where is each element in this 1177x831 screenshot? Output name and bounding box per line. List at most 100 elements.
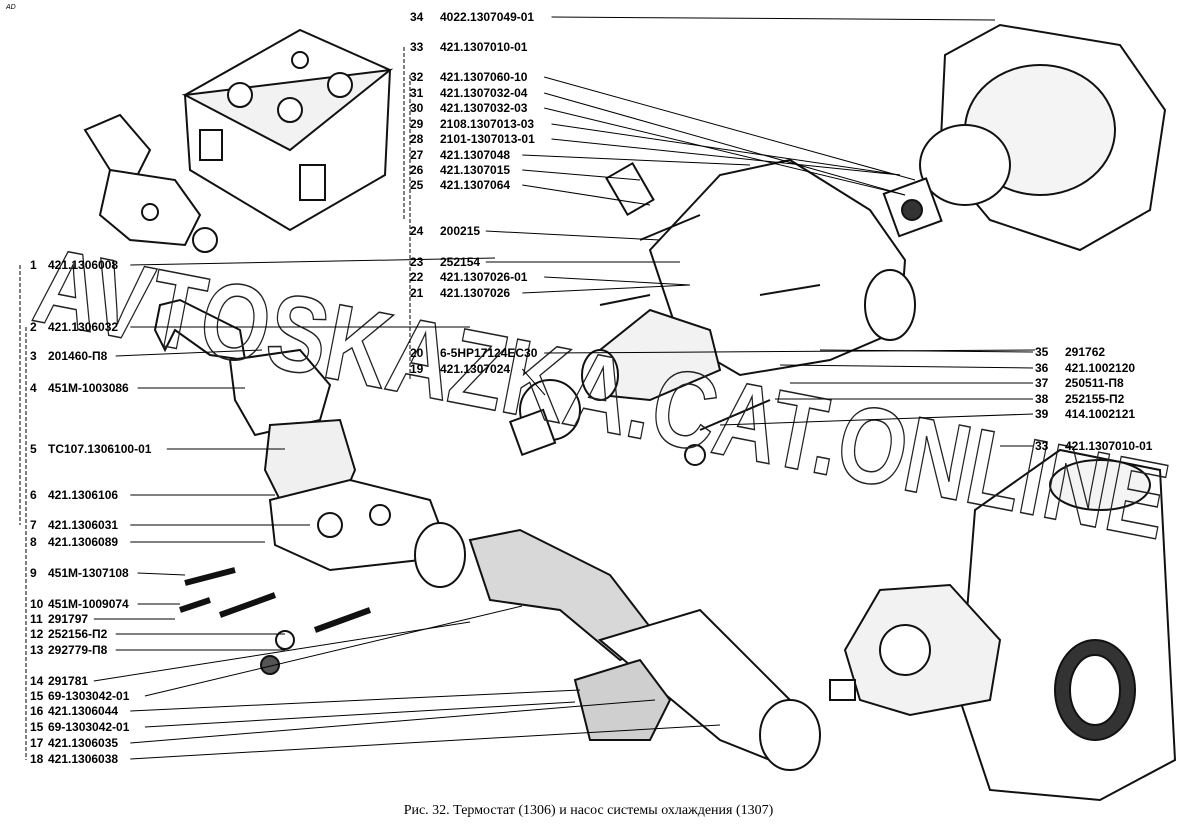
part-number-label: 421.1307032-04 <box>440 86 528 100</box>
leader-line <box>521 368 546 396</box>
leader-line <box>551 123 901 176</box>
callout-number: 14 <box>30 674 44 688</box>
leader-line <box>551 16 996 21</box>
part-number-label: 421.1306032 <box>48 320 119 334</box>
callout-number: 21 <box>410 286 424 300</box>
watermark-text: AVTOSKAZKA.CAT.ONLINE <box>26 224 1177 562</box>
part-number-label: 200215 <box>440 224 481 238</box>
part-number-label: 2108.1307013-03 <box>440 117 535 131</box>
part-number-label: 291781 <box>48 674 89 688</box>
callout-number: 1 <box>30 258 37 272</box>
part-number-label: 292779-П8 <box>48 643 108 657</box>
callout-number: 15 <box>30 720 44 734</box>
callout-number: 2 <box>30 320 37 334</box>
part-number-label: 421.1002120 <box>1065 361 1136 375</box>
callout-number: 3 <box>30 349 37 363</box>
leader-line <box>719 413 1034 426</box>
callout-number: 13 <box>30 643 44 657</box>
leader-line <box>522 154 751 166</box>
part-number-label: 421.1307024 <box>440 362 511 376</box>
callout-number: 7 <box>30 518 37 532</box>
leader-line <box>137 572 186 576</box>
part-number-label: 291762 <box>1065 345 1106 359</box>
callout-number: 24 <box>410 224 424 238</box>
leader-line <box>544 76 916 181</box>
leader-line <box>144 701 576 728</box>
callout-number: 38 <box>1035 392 1049 406</box>
part-number-label: 421.1306031 <box>48 518 119 532</box>
leader-line <box>130 699 656 744</box>
callout-number: 6 <box>30 488 37 502</box>
leader-line <box>130 689 581 712</box>
thermostat-assembly-drawing <box>153 298 466 675</box>
leader-line <box>551 138 901 176</box>
part-number-label: 421.1307010-01 <box>1065 439 1153 453</box>
part-number-label: 421.1307026-01 <box>440 270 528 284</box>
leader-line <box>544 107 906 196</box>
part-number-label: 421.1306044 <box>48 704 119 718</box>
part-number-label: 6-5НР17124ЕС30 <box>440 346 538 360</box>
callout-number: 19 <box>410 362 424 376</box>
engine-block-drawing <box>829 448 1177 802</box>
part-number-label: 421.1307010-01 <box>440 40 528 54</box>
part-number-label: 252155-П2 <box>1065 392 1125 406</box>
part-number-label: ТС107.1306100-01 <box>48 442 152 456</box>
part-number-label: 414.1002121 <box>1065 407 1136 421</box>
part-number-label: 421.1307064 <box>440 178 511 192</box>
part-number-label: 451М-1009074 <box>48 597 129 611</box>
leader-line <box>115 349 263 357</box>
callout-number: 29 <box>410 117 424 131</box>
leader-line <box>130 257 496 266</box>
leader-line <box>544 276 691 286</box>
callout-number: 31 <box>410 86 424 100</box>
callout-number: 25 <box>410 178 424 192</box>
leader-line <box>522 184 651 206</box>
callout-number: 34 <box>410 10 424 24</box>
callout-number: 20 <box>410 346 424 360</box>
leader-line <box>544 349 1036 354</box>
callout-number: 30 <box>410 101 424 115</box>
callout-number: 26 <box>410 163 424 177</box>
part-number-label: 421.1306106 <box>48 488 119 502</box>
leader-line <box>93 621 471 682</box>
part-number-label: 250511-П8 <box>1065 376 1124 390</box>
part-number-label: 421.1306038 <box>48 752 119 766</box>
part-number-label: 421.1307060-10 <box>440 70 528 84</box>
callout-number: 8 <box>30 535 37 549</box>
part-number-label: 69-1303042-01 <box>48 720 130 734</box>
part-number-label: 421.1307015 <box>440 163 511 177</box>
callout-number: 33 <box>410 40 424 54</box>
leader-line <box>544 92 906 196</box>
corner-mark: AD <box>6 4 16 11</box>
callout-number: 4 <box>30 381 37 395</box>
callout-number: 11 <box>30 612 43 626</box>
part-number-label: 252154 <box>440 255 481 269</box>
part-number-label: 2101-1307013-01 <box>440 132 535 146</box>
callout-number: 22 <box>410 270 424 284</box>
callout-number: 5 <box>30 442 37 456</box>
callout-number: 17 <box>30 736 44 750</box>
callout-number: 12 <box>30 627 44 641</box>
leader-line <box>522 169 641 181</box>
hose-drawing <box>468 528 821 771</box>
callout-number: 18 <box>30 752 44 766</box>
part-number-label: 421.1306008 <box>48 258 119 272</box>
callout-number: 33 <box>1035 439 1049 453</box>
thermostat-housing-top-drawing <box>83 113 218 253</box>
callout-number: 39 <box>1035 407 1049 421</box>
leader-line <box>522 284 691 294</box>
part-number-label: 69-1303042-01 <box>48 689 130 703</box>
water-pump-cover-drawing <box>882 23 1167 252</box>
callout-number: 28 <box>410 132 424 146</box>
leader-line <box>144 605 523 697</box>
callout-number: 9 <box>30 566 37 580</box>
leader-line <box>779 364 1034 369</box>
leader-line <box>819 349 1034 353</box>
part-number-label: 421.1307032-03 <box>440 101 528 115</box>
callout-number: 32 <box>410 70 424 84</box>
part-number-label: 421.1306089 <box>48 535 119 549</box>
callout-number: 35 <box>1035 345 1049 359</box>
cylinder-head-drawing <box>181 28 394 232</box>
part-number-label: 421.1306035 <box>48 736 119 750</box>
part-number-label: 451М-1003086 <box>48 381 129 395</box>
